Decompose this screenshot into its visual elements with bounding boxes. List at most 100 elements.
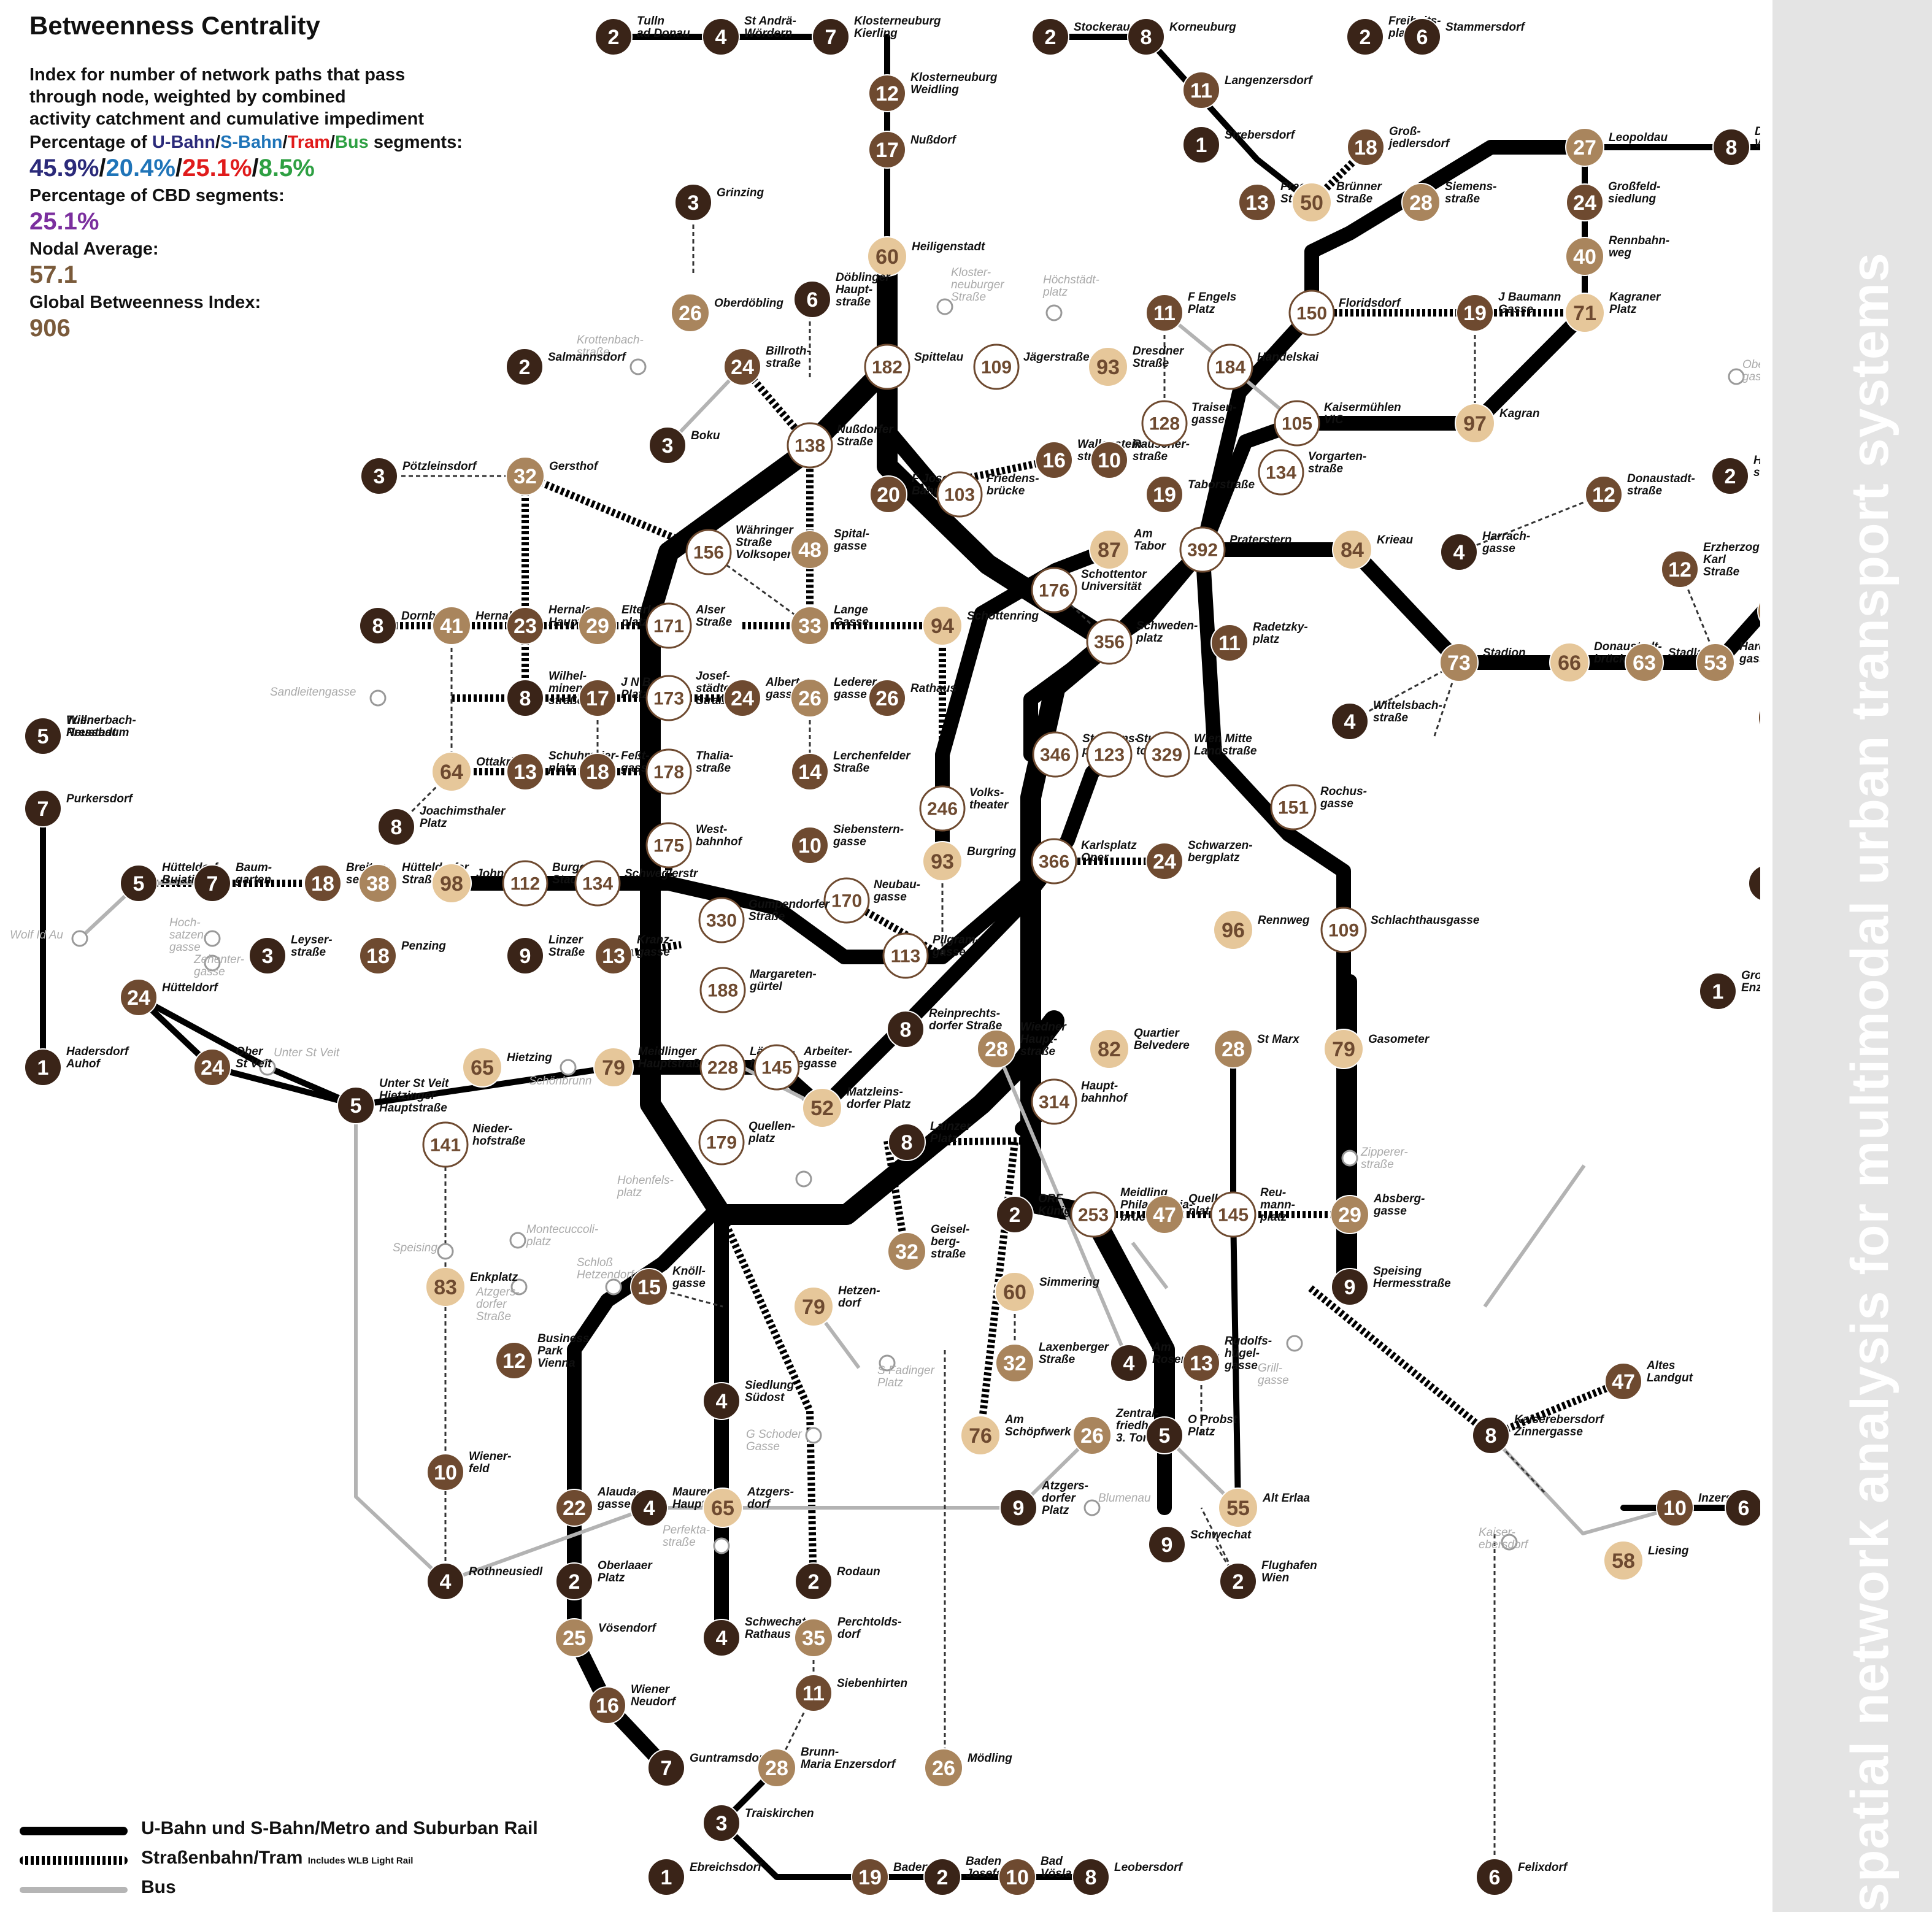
station[interactable]: 16Wallenstein-straße [1035, 438, 1146, 479]
station[interactable]: 2Hirsch-stetten [1711, 454, 1760, 495]
station[interactable]: 8DeutschWagram [1712, 125, 1760, 166]
station[interactable]: 30Aspern-straße [1757, 589, 1760, 630]
station[interactable]: 53Hardeg-gasse [1696, 640, 1760, 682]
station[interactable]: 6Oberlaa [1725, 1489, 1760, 1527]
station[interactable]: 1GroßEnzersdorf [1699, 969, 1760, 1010]
